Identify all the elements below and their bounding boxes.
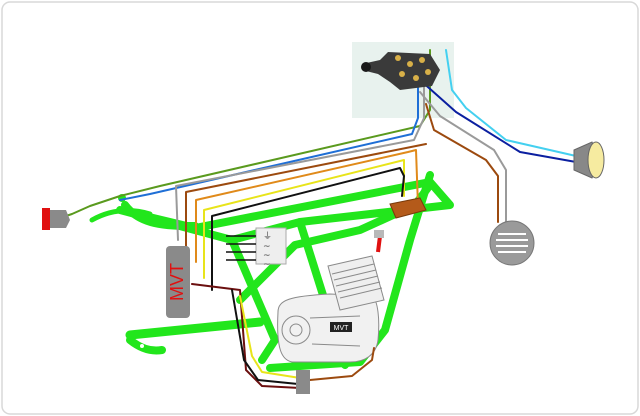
ignition-box: MVT <box>166 246 190 318</box>
wire-yellow-lower <box>239 295 301 379</box>
wire-brown-horn <box>425 103 499 223</box>
wire-black-lower <box>231 289 299 385</box>
tail-light-lens <box>42 208 50 230</box>
swing-arm-bolt-small <box>140 344 144 348</box>
frame-down-tube <box>266 171 434 372</box>
engine-flywheel-hub <box>289 323 303 337</box>
wire-cyan-headlight <box>445 49 577 157</box>
wire-orange <box>195 149 419 263</box>
headlight-lens <box>587 141 605 179</box>
swing-arm-bolt <box>147 339 153 345</box>
switch-terminal-4 <box>399 71 405 77</box>
spark-plug-lead <box>376 235 382 253</box>
ignition-box-body <box>166 246 190 318</box>
headlamp-switch-key <box>361 62 371 72</box>
wire-brown <box>185 143 427 251</box>
switch-symbol-ground: ⏚ <box>263 231 272 242</box>
switch-terminal-5 <box>413 75 419 81</box>
switch-box: ⏚ ~ ~ ~ <box>226 227 287 270</box>
wire-black <box>211 167 405 291</box>
switch-symbol-ac-1: ~ <box>263 242 271 252</box>
engine: MVT <box>277 230 385 363</box>
switch-symbol-ac-3: ~ <box>263 260 271 270</box>
tail-light <box>42 208 70 230</box>
headlight <box>573 141 605 179</box>
engine-case-lines <box>309 315 361 347</box>
switch-terminal-2 <box>407 61 413 67</box>
wire-navy-headlight <box>419 79 577 163</box>
wire-gray-horn <box>419 91 507 223</box>
connector-block-body <box>296 370 310 394</box>
engine-badge <box>330 322 352 332</box>
headlamp-switch <box>361 52 440 90</box>
engine-badge-text: MVT <box>334 325 350 332</box>
switch-box-leads <box>226 235 256 261</box>
wiring-harness <box>65 49 577 389</box>
switch-symbol-ac-2: ~ <box>263 251 271 261</box>
regulator-body <box>389 197 427 219</box>
tail-light-housing <box>50 210 70 228</box>
horn <box>489 220 535 266</box>
frame-rear-fender <box>89 208 153 223</box>
switch-terminal-1 <box>395 55 401 61</box>
engine-flywheel-cover <box>281 315 311 345</box>
ignition-box-label: MVT <box>167 263 187 301</box>
engine-cylinder <box>327 255 385 311</box>
swing-arm-end <box>126 336 166 355</box>
horn-grille <box>496 233 528 253</box>
wire-blue <box>119 59 419 201</box>
wire-brown-lower <box>309 347 375 381</box>
switch-box-body <box>255 227 287 265</box>
spark-plug-cap <box>374 230 384 238</box>
regulator <box>389 197 427 219</box>
switch-terminal-3 <box>419 57 425 63</box>
switch-terminal-6 <box>425 69 431 75</box>
frame-seat-tube <box>228 236 279 364</box>
wire-dark-red <box>191 283 301 389</box>
connector-block <box>296 370 310 394</box>
horn-body <box>489 220 535 266</box>
engine-cylinder-fins <box>331 263 383 299</box>
engine-crankcase <box>277 293 380 363</box>
